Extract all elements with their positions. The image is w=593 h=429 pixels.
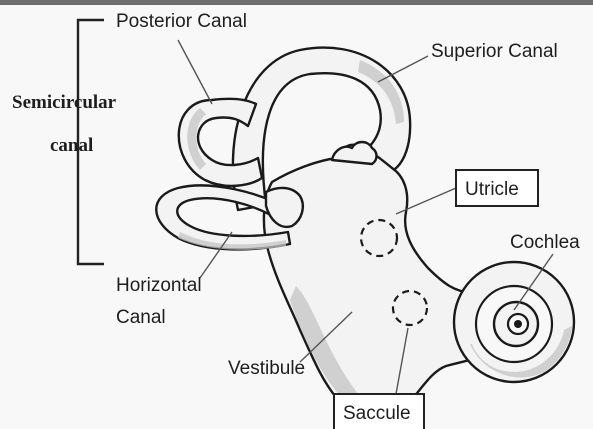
top-border bbox=[0, 0, 593, 5]
label-posterior-canal: Posterior Canal bbox=[116, 11, 247, 32]
leader-posterior-canal bbox=[178, 40, 212, 104]
label-utricle: Utricle bbox=[465, 179, 519, 200]
cochlea-shape bbox=[454, 262, 574, 382]
label-saccule: Saccule bbox=[343, 403, 411, 424]
label-horizontal-canal: Canal bbox=[116, 307, 166, 328]
label-superior-canal: Superior Canal bbox=[431, 41, 558, 62]
label-vestibule: Vestibule bbox=[228, 358, 305, 379]
label-cochlea: Cochlea bbox=[510, 232, 580, 253]
label-horizontal: Horizontal bbox=[116, 275, 202, 296]
ampulla-bump bbox=[332, 142, 377, 164]
label-semicircular-canal: canal bbox=[50, 135, 93, 156]
label-semicircular: Semicircular bbox=[12, 92, 117, 113]
